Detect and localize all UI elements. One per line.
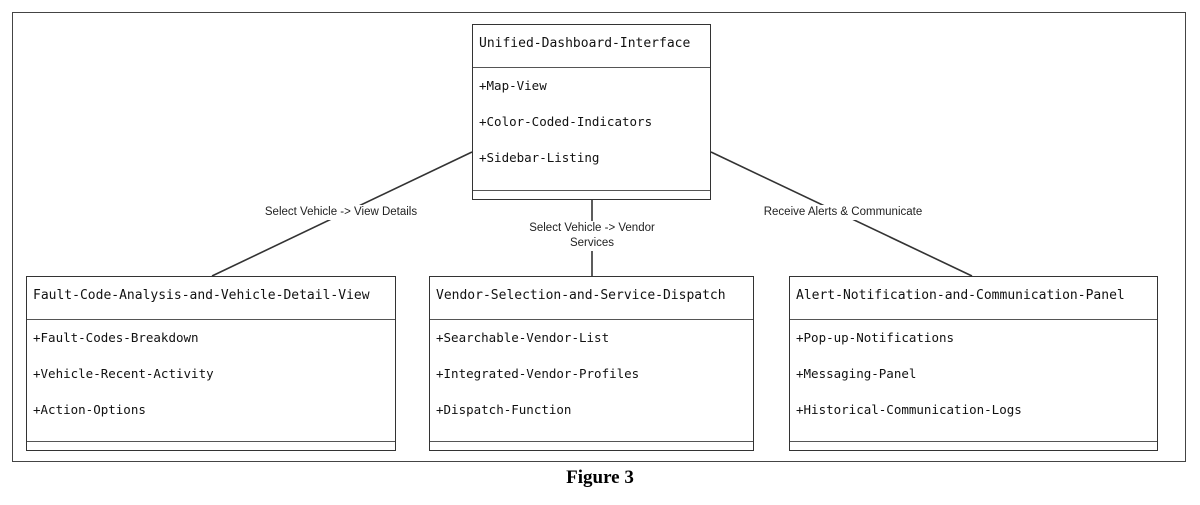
class-title: Unified-Dashboard-Interface <box>473 25 710 68</box>
class-attribute: +Integrated-Vendor-Profiles <box>436 366 640 381</box>
edge-label-middle-line2: Services <box>569 237 615 249</box>
class-title: Alert-Notification-and-Communication-Pan… <box>790 277 1157 320</box>
class-fault-code-analysis: Fault-Code-Analysis-and-Vehicle-Detail-V… <box>26 276 396 451</box>
class-attribute: +Dispatch-Function <box>436 402 572 417</box>
class-alert-notification: Alert-Notification-and-Communication-Pan… <box>789 276 1158 451</box>
diagram-frame <box>12 12 1186 462</box>
class-title: Vendor-Selection-and-Service-Dispatch <box>430 277 753 320</box>
class-attribute: +Pop-up-Notifications <box>796 330 955 345</box>
edge-label-right: Receive Alerts & Communicate <box>760 205 926 220</box>
figure-caption: Figure 3 <box>566 467 634 488</box>
class-attribute: +Historical-Communication-Logs <box>796 402 1022 417</box>
class-title: Fault-Code-Analysis-and-Vehicle-Detail-V… <box>27 277 395 320</box>
class-divider <box>473 190 710 191</box>
edge-label-middle: Select Vehicle -> Vendor Services <box>522 221 662 251</box>
class-divider <box>430 441 753 442</box>
class-attribute: +Action-Options <box>33 402 146 417</box>
edge-label-middle-line1: Select Vehicle -> Vendor <box>529 222 655 234</box>
class-attribute: +Sidebar-Listing <box>479 150 600 165</box>
class-attribute: +Searchable-Vendor-List <box>436 330 610 345</box>
class-attribute: +Map-View <box>479 78 547 93</box>
class-divider <box>27 441 395 442</box>
class-attribute: +Messaging-Panel <box>796 366 917 381</box>
class-vendor-selection: Vendor-Selection-and-Service-Dispatch +S… <box>429 276 754 451</box>
class-attribute: +Fault-Codes-Breakdown <box>33 330 199 345</box>
class-unified-dashboard-interface: Unified-Dashboard-Interface +Map-View +C… <box>472 24 711 200</box>
edge-label-left: Select Vehicle -> View Details <box>262 205 420 220</box>
class-attribute: +Color-Coded-Indicators <box>479 114 653 129</box>
class-divider <box>790 441 1157 442</box>
class-attribute: +Vehicle-Recent-Activity <box>33 366 214 381</box>
